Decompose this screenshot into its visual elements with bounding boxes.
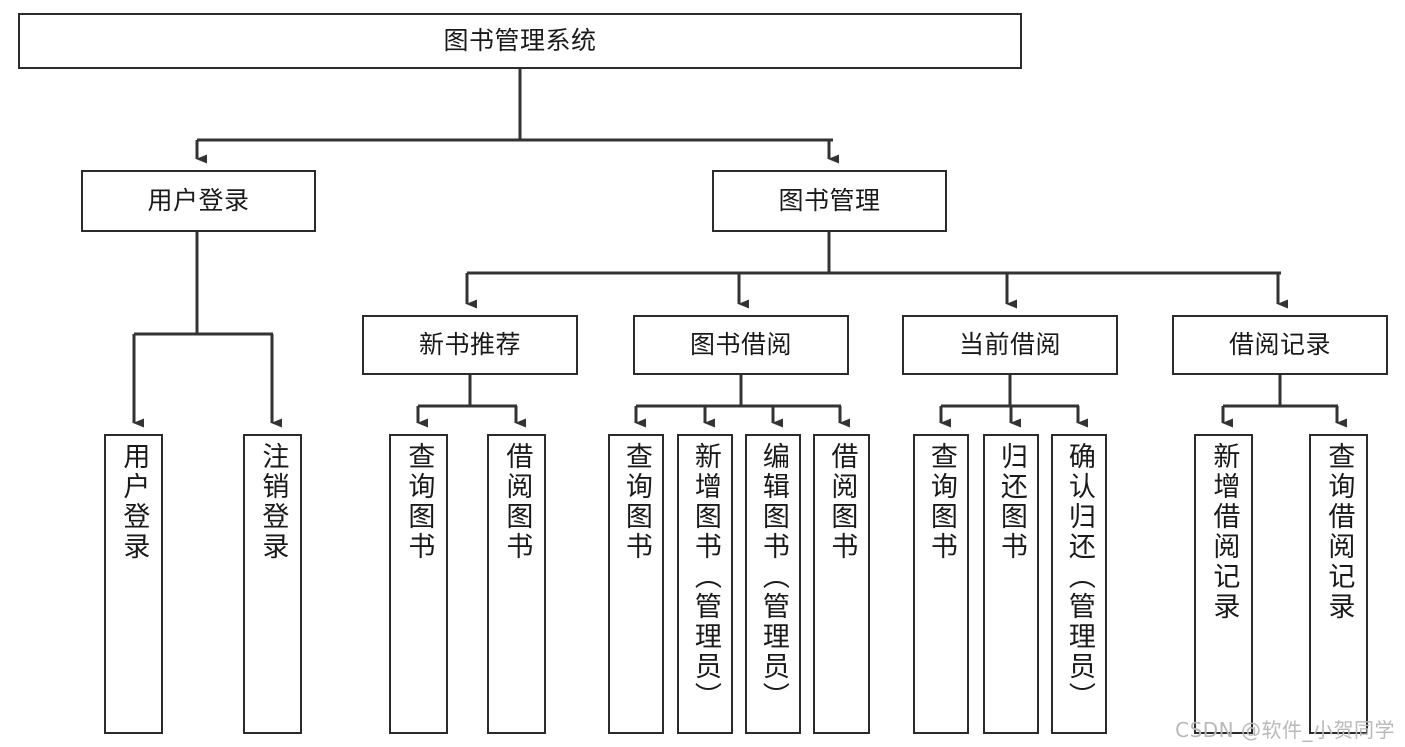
node-book-management-label: 图书管理 [778,186,881,216]
node-new-book-recommend[interactable]: 新书推荐 [362,315,578,375]
node-leaf-query-book-recommend-label: 查询图书 [403,442,435,562]
node-leaf-query-book-recommend[interactable]: 查询图书 [389,434,448,734]
node-leaf-user-login[interactable]: 用户登录 [104,434,163,734]
node-book-borrow-label: 图书借阅 [689,330,792,360]
node-leaf-logout-login[interactable]: 注销登录 [243,434,302,734]
node-user-login[interactable]: 用户登录 [81,170,316,232]
node-leaf-query-borrow-record[interactable]: 查询借阅记录 [1309,434,1368,734]
node-root-system[interactable]: 图书管理系统 [18,13,1022,69]
node-leaf-user-login-label: 用户登录 [118,442,150,562]
node-leaf-query-book-current-label: 查询图书 [925,442,957,562]
node-leaf-logout-login-label: 注销登录 [257,442,289,562]
csdn-watermark: CSDN @软件_小贺同学 [1175,718,1395,742]
node-leaf-add-book-admin[interactable]: 新增图书（管理员） [677,434,733,734]
node-leaf-query-book-current[interactable]: 查询图书 [913,434,969,734]
node-book-management[interactable]: 图书管理 [712,170,947,232]
node-new-book-recommend-label: 新书推荐 [418,330,521,360]
node-current-borrow-label: 当前借阅 [958,330,1061,360]
node-leaf-borrow-book-recommend-label: 借阅图书 [501,442,533,562]
node-leaf-query-book-borrow[interactable]: 查询图书 [608,434,664,734]
node-borrow-record-label: 借阅记录 [1228,330,1331,360]
node-leaf-add-borrow-record-label: 新增借阅记录 [1208,442,1240,622]
node-leaf-borrow-book-recommend[interactable]: 借阅图书 [487,434,546,734]
node-leaf-return-book-label: 归还图书 [995,442,1027,562]
node-borrow-record[interactable]: 借阅记录 [1172,315,1388,375]
node-root-label: 图书管理系统 [443,26,597,56]
node-book-borrow[interactable]: 图书借阅 [633,315,849,375]
node-leaf-add-book-admin-label: 新增图书（管理员） [689,442,721,712]
node-leaf-edit-book-admin[interactable]: 编辑图书（管理员） [745,434,801,734]
node-leaf-confirm-return-admin-label: 确认归还（管理员） [1063,442,1095,712]
node-leaf-borrow-book[interactable]: 借阅图书 [813,434,870,734]
node-leaf-confirm-return-admin[interactable]: 确认归还（管理员） [1051,434,1107,734]
node-leaf-edit-book-admin-label: 编辑图书（管理员） [757,442,789,712]
node-current-borrow[interactable]: 当前借阅 [902,315,1118,375]
node-leaf-add-borrow-record[interactable]: 新增借阅记录 [1194,434,1253,734]
node-leaf-query-book-borrow-label: 查询图书 [620,442,652,562]
node-user-login-label: 用户登录 [147,186,250,216]
node-leaf-return-book[interactable]: 归还图书 [983,434,1039,734]
node-leaf-borrow-book-label: 借阅图书 [826,442,858,562]
node-leaf-query-borrow-record-label: 查询借阅记录 [1323,442,1355,622]
